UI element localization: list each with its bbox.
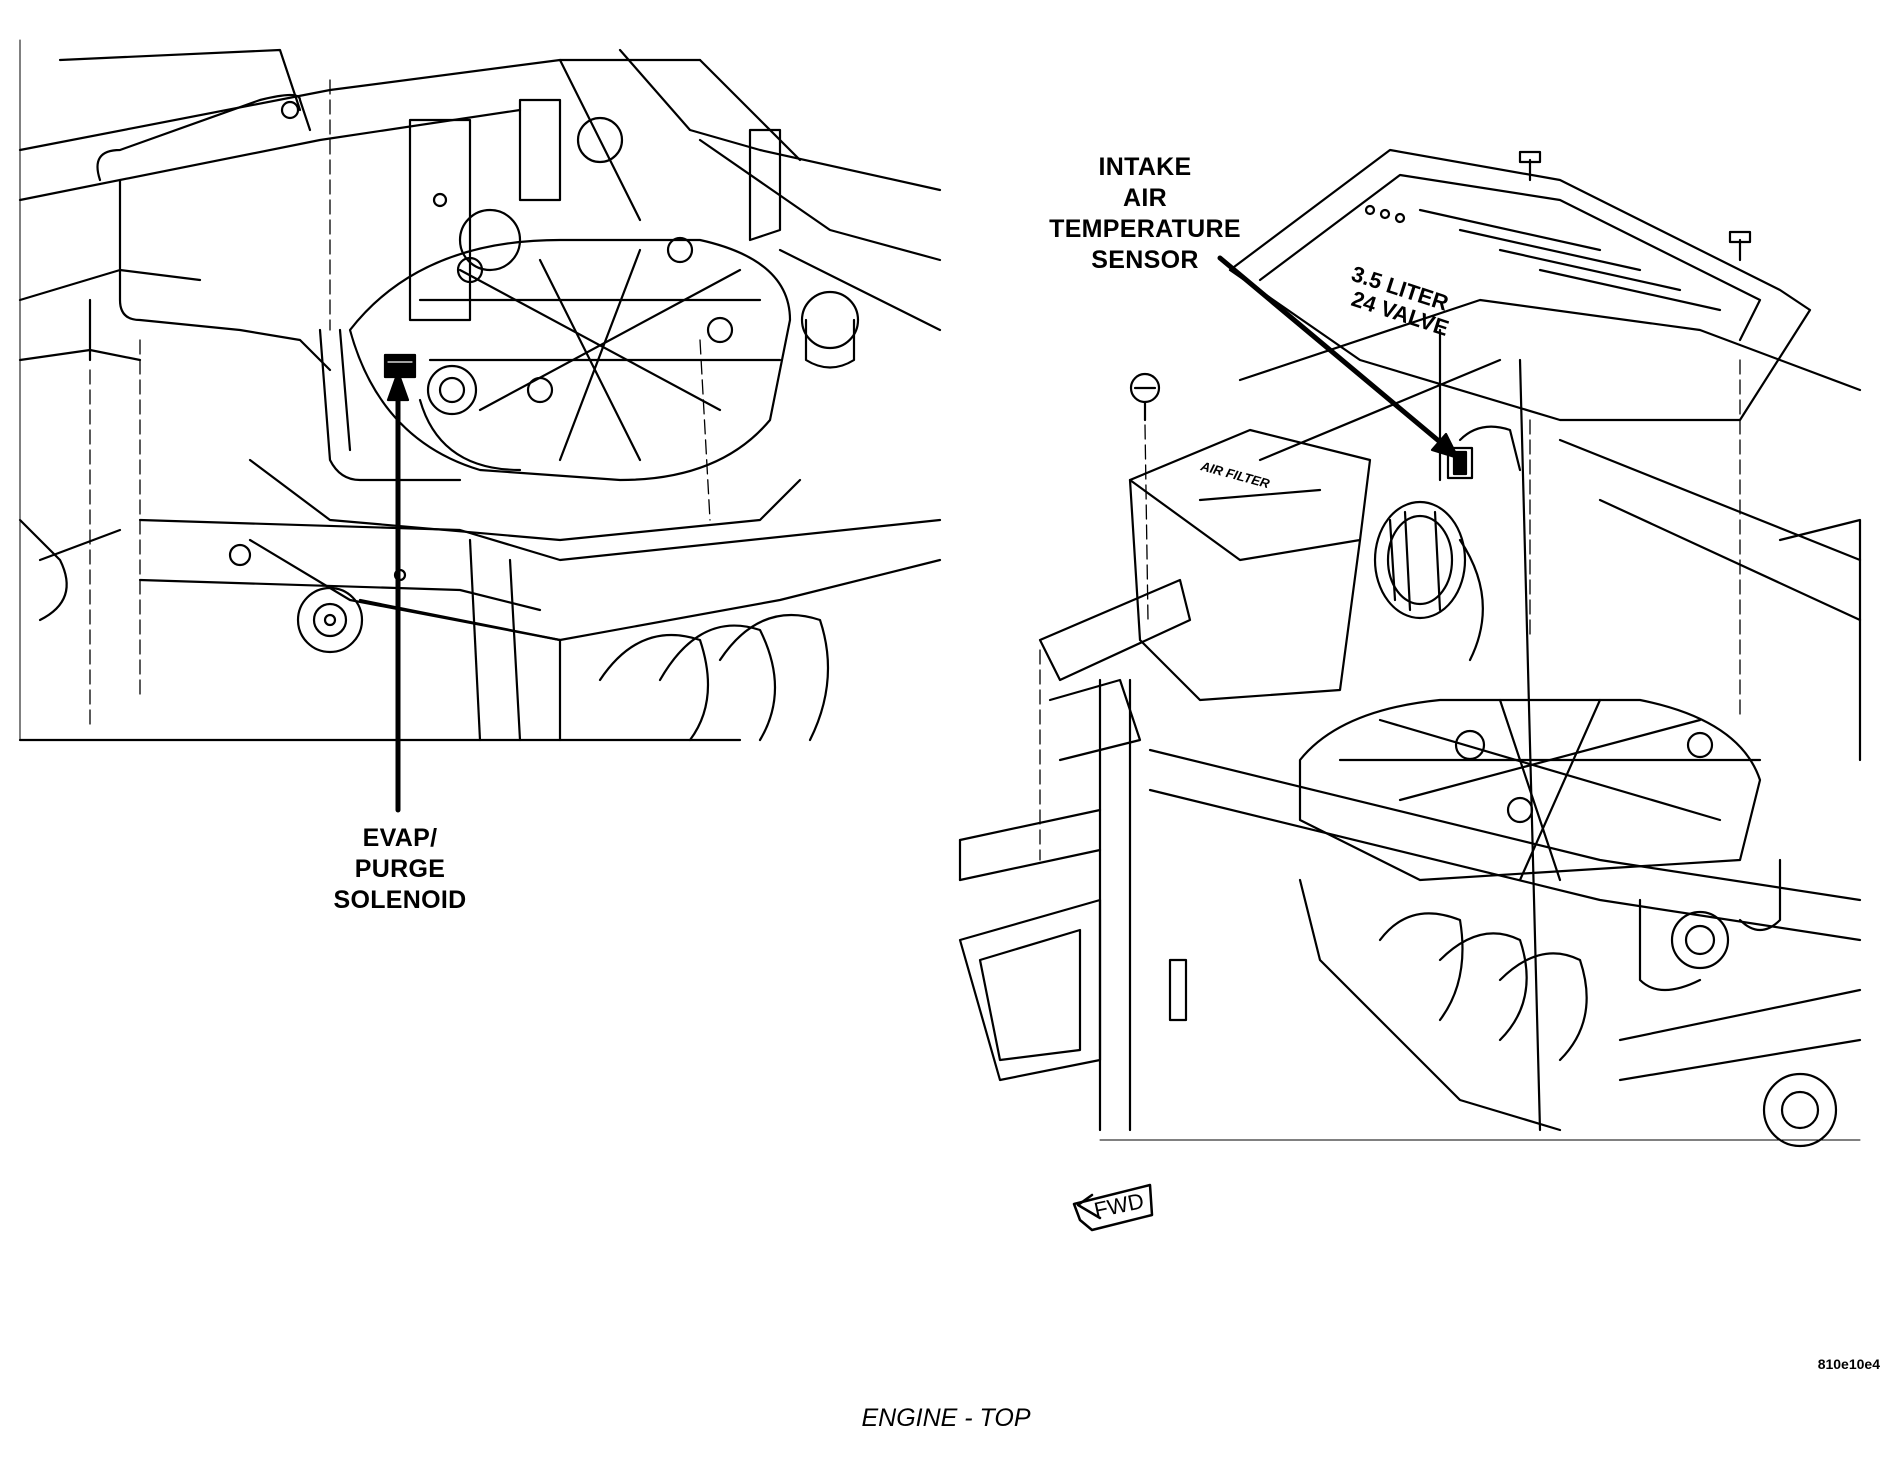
figure-caption: ENGINE - TOP [861,1404,1031,1432]
iat-label-line: TEMPERATURE [1049,215,1241,243]
arrow-left-icon [1072,1183,1154,1232]
iat-label-line: SENSOR [1091,246,1199,274]
fwd-direction-indicator: FWD [1072,1183,1154,1232]
evap-label-line: EVAP/ [362,824,438,852]
iat-label-line: INTAKE [1098,153,1192,181]
evap-purge-solenoid-label: EVAP/ PURGE SOLENOID [300,823,500,916]
evap-leader-line [386,370,410,813]
evap-label-line: SOLENOID [333,886,467,914]
iat-leader-line [1217,255,1460,460]
evap-purge-solenoid-part [383,353,417,379]
iat-label-line: AIR [1123,184,1167,212]
air-filter-label: AIR FILTER [1198,458,1272,491]
evap-label-line: PURGE [354,855,446,883]
right-engine-view: 3.5 LITER 24 VALVE AIR FILTER [958,148,1862,1148]
figure-code: 810e10e4 [1817,1356,1880,1372]
left-engine-view [18,39,942,742]
intake-air-temperature-sensor-label: INTAKE AIR TEMPERATURE SENSOR [1030,152,1260,276]
